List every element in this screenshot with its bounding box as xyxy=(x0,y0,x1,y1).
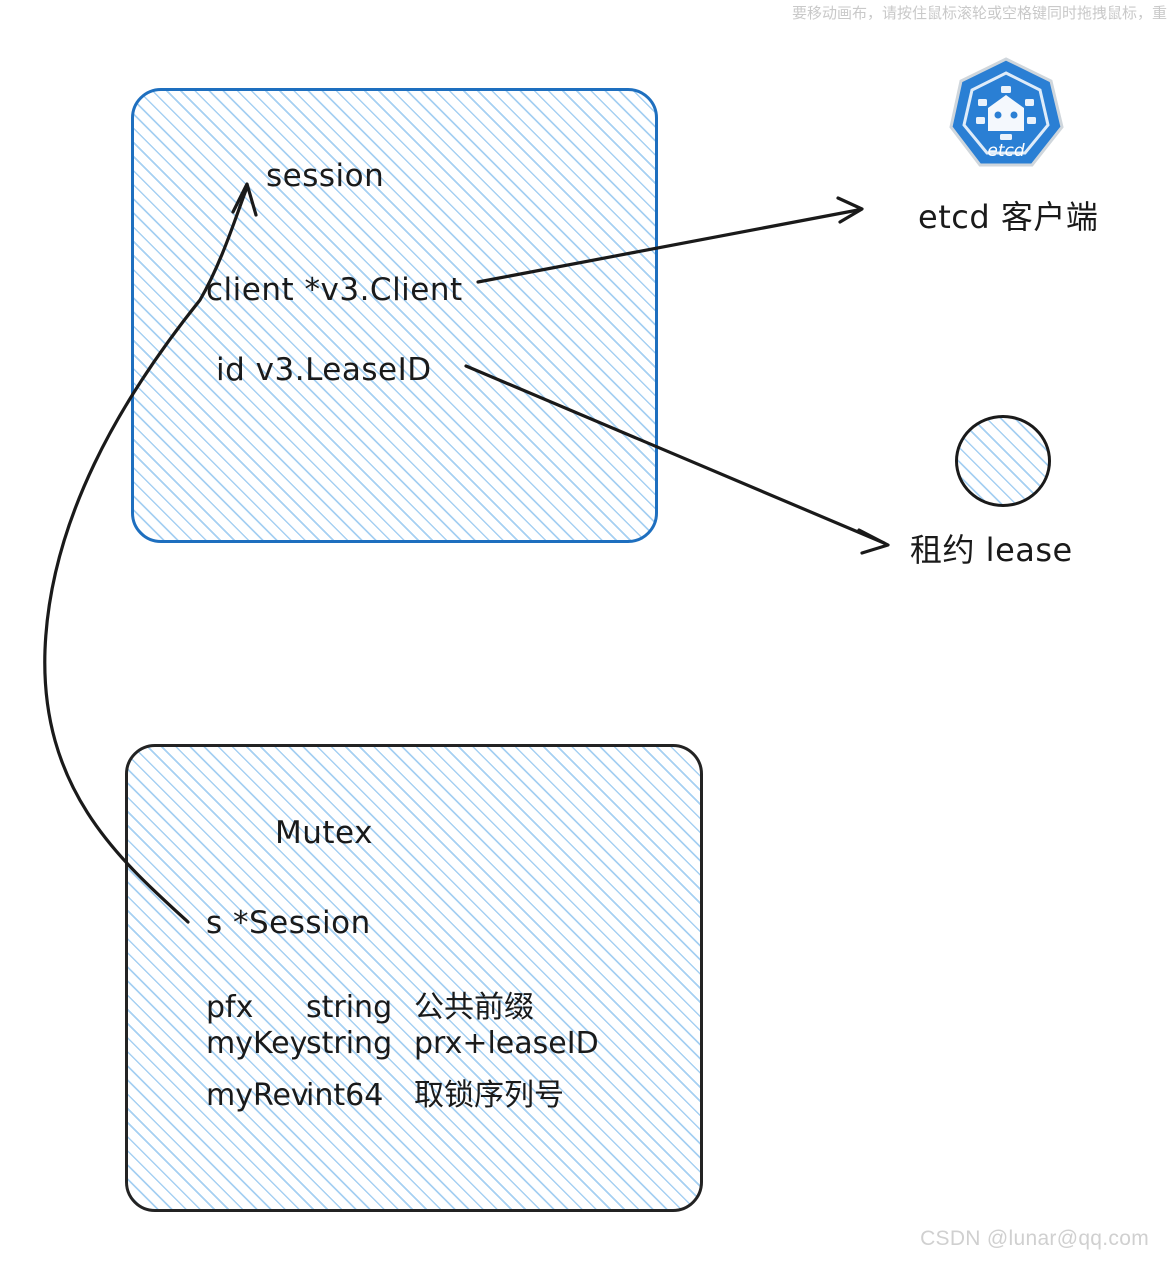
etcd-client-label: etcd 客户端 xyxy=(918,198,1099,236)
csdn-watermark: CSDN @lunar@qq.com xyxy=(920,1227,1149,1250)
canvas-pan-hint: 要移动画布，请按住鼠标滚轮或空格键同时拖拽鼠标，重 xyxy=(791,4,1167,22)
mutex-field-type-pfx: string xyxy=(306,990,393,1025)
lease-circle-icon xyxy=(955,415,1051,507)
mutex-field-desc-mykey: prx+leaseID xyxy=(414,1026,599,1061)
mutex-box-title: Mutex xyxy=(275,815,373,851)
lease-label: 租约 lease xyxy=(910,531,1073,569)
session-field-client: client *v3.Client xyxy=(206,272,463,308)
session-struct-box[interactable] xyxy=(131,88,658,543)
etcd-logo-icon: etcd xyxy=(948,55,1064,171)
mutex-field-name-myrev: myRev xyxy=(206,1078,309,1113)
session-field-id: id v3.LeaseID xyxy=(216,352,432,388)
mutex-field-s-session: s *Session xyxy=(206,905,371,941)
mutex-field-type-mykey: string xyxy=(306,1026,393,1061)
mutex-struct-box[interactable] xyxy=(125,744,703,1212)
mutex-field-desc-myrev: 取锁序列号 xyxy=(414,1078,564,1113)
etcd-logo-wordmark: etcd xyxy=(987,141,1024,161)
mutex-field-desc-pfx: 公共前缀 xyxy=(414,990,534,1025)
mutex-field-row-mykey: myKeystring prx+leaseID xyxy=(206,1026,599,1061)
mutex-field-name-pfx: pfx xyxy=(206,990,254,1025)
mutex-field-row-pfx: pfx string 公共前缀 xyxy=(206,982,534,1026)
mutex-field-type-myrev: int64 xyxy=(306,1078,384,1113)
mutex-field-row-myrev: myRevint64 取锁序列号 xyxy=(206,1070,564,1114)
session-box-title: session xyxy=(266,158,385,194)
mutex-field-name-mykey: myKey xyxy=(206,1026,308,1061)
